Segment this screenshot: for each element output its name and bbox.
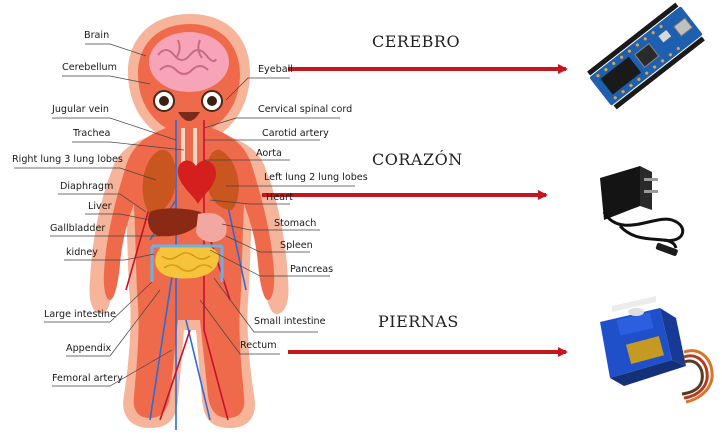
label-large-intestine: Large intestine — [44, 309, 116, 321]
arduino-nano-image — [586, 1, 707, 110]
label-femoral-artery: Femoral artery — [52, 373, 123, 385]
label-cervical-spinal-cord: Cervical spinal cord — [258, 104, 352, 116]
label-heart: Heart — [266, 192, 293, 204]
label-pancreas: Pancreas — [290, 264, 333, 276]
label-jugular-vein: Jugular vein — [52, 104, 109, 116]
label-stomach: Stomach — [274, 218, 316, 230]
section-title-cerebro: CEREBRO — [372, 32, 460, 51]
label-trachea: Trachea — [73, 128, 110, 140]
body-figure — [89, 14, 288, 430]
power-adapter-image — [600, 166, 683, 257]
label-diaphragm: Diaphragm — [60, 181, 113, 193]
label-aorta: Aorta — [256, 148, 282, 160]
label-rectum: Rectum — [240, 340, 277, 352]
brain-shape — [149, 32, 229, 92]
label-right-lung: Right lung 3 lung lobes — [12, 154, 123, 166]
label-small-intestine: Small intestine — [254, 316, 326, 328]
label-kidney: kidney — [66, 247, 98, 259]
label-liver: Liver — [88, 201, 112, 213]
label-brain: Brain — [84, 30, 109, 42]
label-left-lung: Left lung 2 lung lobes — [264, 172, 368, 184]
label-carotid-artery: Carotid artery — [262, 128, 329, 140]
servo-motor-image — [600, 296, 712, 402]
section-title-piernas: PIERNAS — [378, 312, 459, 331]
label-spleen: Spleen — [280, 240, 313, 252]
section-title-corazon: CORAZÓN — [372, 150, 463, 169]
label-gallbladder: Gallbladder — [50, 223, 105, 235]
label-cerebellum: Cerebellum — [62, 62, 117, 74]
label-eyeball: Eyeball — [258, 64, 293, 76]
label-appendix: Appendix — [66, 343, 111, 355]
